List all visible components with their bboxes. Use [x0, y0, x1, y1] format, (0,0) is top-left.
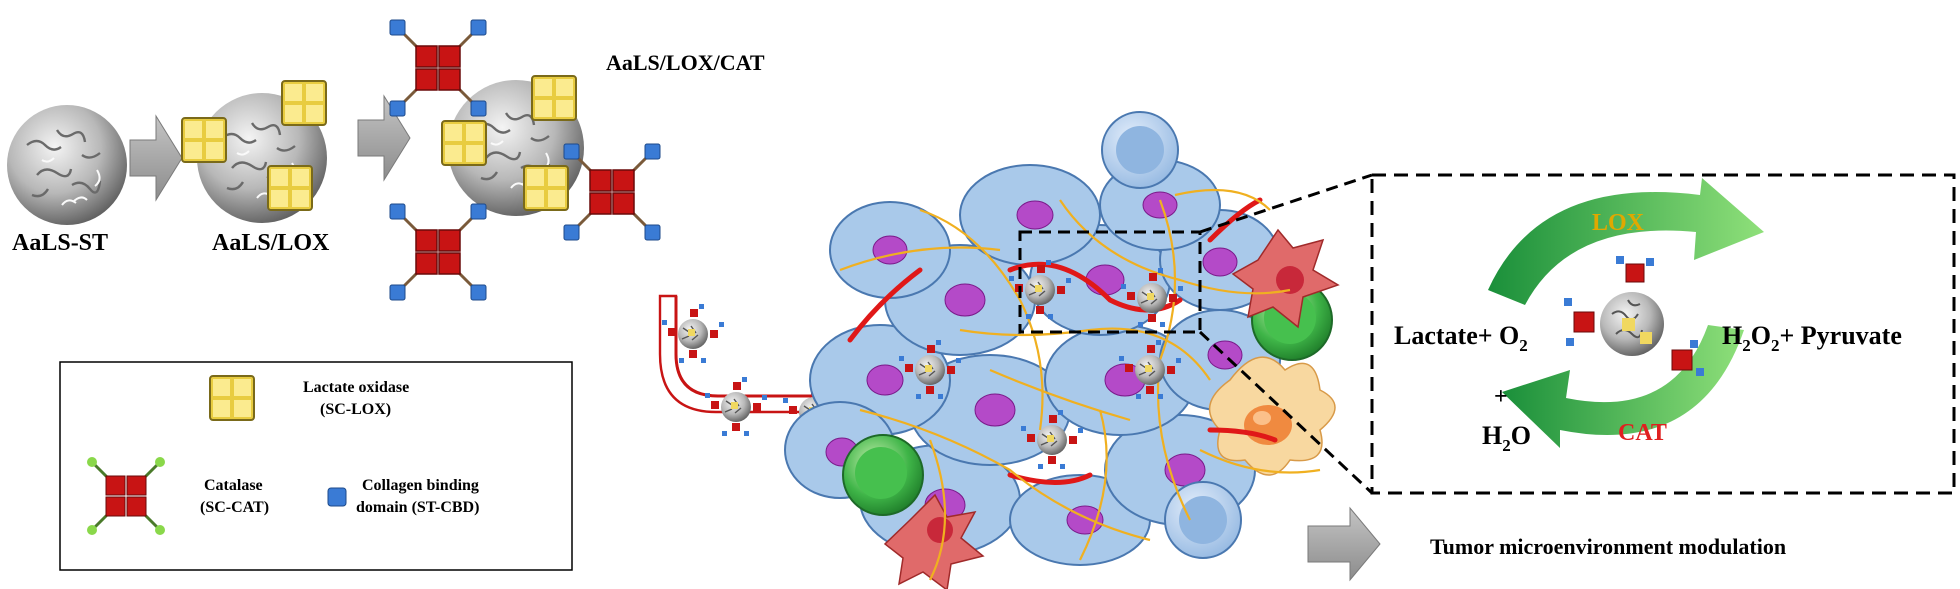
- legend-cbd-icon: [327, 487, 347, 507]
- process-arrow-2: [357, 94, 411, 182]
- legend-cat-icon: [87, 457, 165, 535]
- reaction-nanoparticle: [1564, 256, 1704, 376]
- np-path-1: [661, 303, 725, 364]
- h2o2-pyruvate: H2O2+ Pyruvate: [1722, 321, 1902, 355]
- zoom-line-top: [1199, 173, 1373, 234]
- modulation-arrow: [1307, 506, 1381, 582]
- tumor-tissue: [784, 111, 1340, 589]
- legend-cbd-label: Collagen binding: [362, 477, 479, 494]
- legend-cbd-code: domain (ST-CBD): [356, 499, 479, 516]
- cat-label: CAT: [1618, 420, 1667, 446]
- process-arrow-1: [129, 114, 183, 202]
- aals-st-cage: [7, 105, 127, 225]
- label-aals-st: AaLS-ST: [12, 230, 108, 256]
- label-aals-lox: AaLS/LOX: [212, 230, 330, 256]
- legend-box: Lactate oxidase (SC-LOX) Catalase (SC-CA…: [59, 361, 573, 571]
- lox-label: LOX: [1592, 210, 1645, 236]
- legend-cat-code: (SC-CAT): [200, 499, 269, 516]
- h2o-label: H2O: [1482, 421, 1531, 455]
- label-aals-lox-cat: AaLS/LOX/CAT: [606, 50, 765, 75]
- lox-cycle-arrow: [1488, 178, 1764, 305]
- np-path-2: [704, 376, 768, 437]
- legend-lox-label: Lactate oxidase: [303, 379, 409, 396]
- aals-lox-cat-cage: [388, 18, 662, 302]
- plus-sign: +: [1494, 384, 1508, 410]
- zoom-line-bottom: [1198, 330, 1374, 495]
- legend-lox-code: (SC-LOX): [320, 401, 391, 418]
- label-tumor-modulation: Tumor microenvironment modulation: [1430, 534, 1786, 559]
- legend-lox-icon: [209, 375, 255, 421]
- legend-cat-label: Catalase: [204, 477, 263, 494]
- cat-cycle-arrow: [1502, 325, 1744, 448]
- zoom-region-box: [1018, 230, 1202, 334]
- aals-lox-cage: [181, 80, 327, 223]
- lactate-o2: Lactate+ O2: [1394, 321, 1528, 355]
